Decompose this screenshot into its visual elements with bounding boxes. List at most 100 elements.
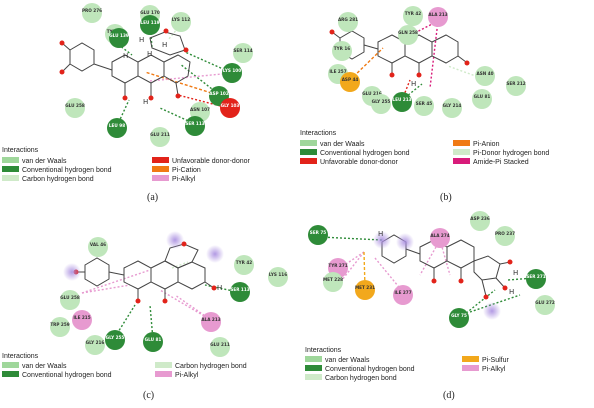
residue-label: ASP 44 — [342, 77, 359, 82]
residue-node: ALA 274 — [430, 228, 450, 248]
residue-label: ILE 215 — [73, 315, 90, 320]
atom-label-h: H — [378, 230, 383, 238]
panel-b: H ARG 281 TYR 16 TYR 42 ALA 213 GLN 258 … — [300, 6, 549, 203]
legend-swatch — [2, 175, 19, 181]
residue-node: GLY 214 — [442, 98, 462, 118]
legend-title: Interactions — [305, 347, 342, 354]
residue-node: GLU 258 — [65, 98, 85, 118]
residue-label: GLU 170 — [140, 10, 160, 15]
legend-swatch — [152, 175, 169, 181]
residue-node: ASP 236 — [470, 211, 490, 231]
legend-swatch — [305, 374, 322, 380]
residue-label: GLU 258 — [60, 295, 80, 300]
residue-label: VAL 46 — [90, 242, 106, 247]
residue-node: GLU 211 — [150, 127, 170, 147]
residue-label: SER 114 — [233, 48, 252, 53]
residue-node: TYR 16 — [332, 41, 352, 61]
atom-label-h: H — [123, 52, 128, 60]
panel-a-atom-labels: H H H H H — [123, 36, 167, 106]
atom-label-h: H — [411, 80, 416, 88]
residue-label: MET 231 — [355, 285, 375, 290]
residue-node: ALA 213 — [201, 312, 221, 332]
residue-label: GLU 272 — [535, 300, 555, 305]
legend-swatch — [300, 140, 317, 146]
panel-c: H VAL 46 TYR 42 LYS 116 GLU 258 ILE 215 … — [2, 231, 288, 401]
residue-node: TYR 42 — [403, 6, 423, 26]
residue-label: ASP 236 — [470, 216, 490, 221]
legend-label: Pi-Alkyl — [172, 176, 196, 183]
legend-label: Pi-Sulfur — [482, 357, 510, 364]
legend-label: Pi-Cation — [172, 167, 201, 174]
panel-d-halos — [373, 231, 501, 320]
residue-node: MET 231 — [355, 280, 375, 300]
residue-label: GLY 214 — [443, 103, 462, 108]
legend-swatch — [2, 157, 19, 163]
residue-label: LYS 116 — [269, 272, 287, 277]
legend-swatch — [453, 149, 470, 155]
legend-label: Conventional hydrogen bond — [325, 366, 415, 373]
residue-node: GLU 81 — [472, 89, 492, 109]
panel-d-interaction-lines — [319, 236, 535, 319]
residue-label: LYS 100 — [223, 68, 241, 73]
residue-label: ILE 277 — [394, 290, 411, 295]
legend-title: Interactions — [2, 147, 39, 154]
panel-a-interaction-lines — [114, 20, 233, 127]
legend-label: Unfavorable donor-donor — [320, 159, 398, 166]
residue-node: ARG 281 — [338, 12, 358, 32]
residue-label: ASP 102 — [209, 91, 229, 96]
panel-b-molecule — [331, 30, 467, 74]
residue-label: ALA 213 — [428, 12, 447, 17]
atom-label-h: H — [162, 41, 167, 49]
residue-label: TRP 259 — [50, 322, 69, 327]
residue-label: GLY 216 — [86, 340, 105, 345]
legend-swatch — [462, 365, 479, 371]
legend-swatch — [300, 149, 317, 155]
residue-node: GLY 75 — [449, 308, 469, 328]
residue-label: TYR 16 — [334, 46, 350, 51]
panel-a: H H H H H PRO 276 TYR 42 GLU 170 GLU 139… — [2, 3, 253, 203]
residue-node: LYS 100 — [222, 63, 242, 83]
panel-b-residues: ARG 281 TYR 16 TYR 42 ALA 213 GLN 258 IL… — [328, 6, 526, 118]
residue-node: VAL 46 — [88, 237, 108, 257]
residue-label: GLY 255 — [106, 335, 125, 340]
residue-node: GLU 139 — [109, 28, 129, 48]
panel-caption: (a) — [147, 192, 158, 203]
residue-label: GLN 258 — [398, 30, 418, 35]
residue-node: GLU 81 — [143, 332, 163, 352]
residue-label: ALA 274 — [430, 233, 449, 238]
residue-node: ASP 44 — [340, 72, 360, 92]
residue-label: GLU 258 — [65, 103, 85, 108]
residue-node: SER 271 — [526, 269, 546, 289]
legend-label: Carbon hydrogen bond — [325, 375, 397, 382]
residue-label: MET 228 — [323, 277, 343, 282]
residue-node: GLU 258 — [60, 290, 80, 310]
residue-node: GLU 211 — [210, 337, 230, 357]
residue-label: SER 271 — [526, 274, 545, 279]
residue-node: TRP 259 — [50, 317, 70, 337]
residue-node: LEU 119 — [140, 15, 160, 35]
legend-swatch — [155, 362, 172, 368]
legend-title: Interactions — [300, 130, 337, 137]
residue-node: TYR 42 — [234, 255, 254, 275]
legend-swatch — [305, 365, 322, 371]
legend-swatch — [2, 362, 19, 368]
residue-node: ALA 213 — [428, 7, 448, 27]
residue-node: LEU 98 — [107, 118, 127, 138]
residue-label: GLU 216 — [362, 91, 382, 96]
panel-d-atoms — [431, 259, 513, 300]
panel-c-residues: VAL 46 TYR 42 LYS 116 GLU 258 ILE 215 TR… — [50, 237, 288, 357]
atom-label-h: H — [147, 50, 152, 58]
residue-label: PRO 276 — [82, 8, 102, 13]
legend-swatch — [453, 158, 470, 164]
legend-label: Conventional hydrogen bond — [22, 167, 112, 174]
residue-node: PRO 276 — [82, 3, 102, 23]
residue-node: MET 228 — [323, 272, 343, 292]
residue-node: SER 75 — [308, 225, 328, 245]
atom-label-h: H — [139, 36, 144, 44]
panel-d-molecule — [381, 234, 511, 297]
residue-label: ARG 281 — [338, 17, 358, 22]
atom-label-h: H — [217, 284, 222, 292]
residue-label: LEU 98 — [109, 123, 125, 128]
residue-node: LEU 213 — [392, 92, 412, 112]
